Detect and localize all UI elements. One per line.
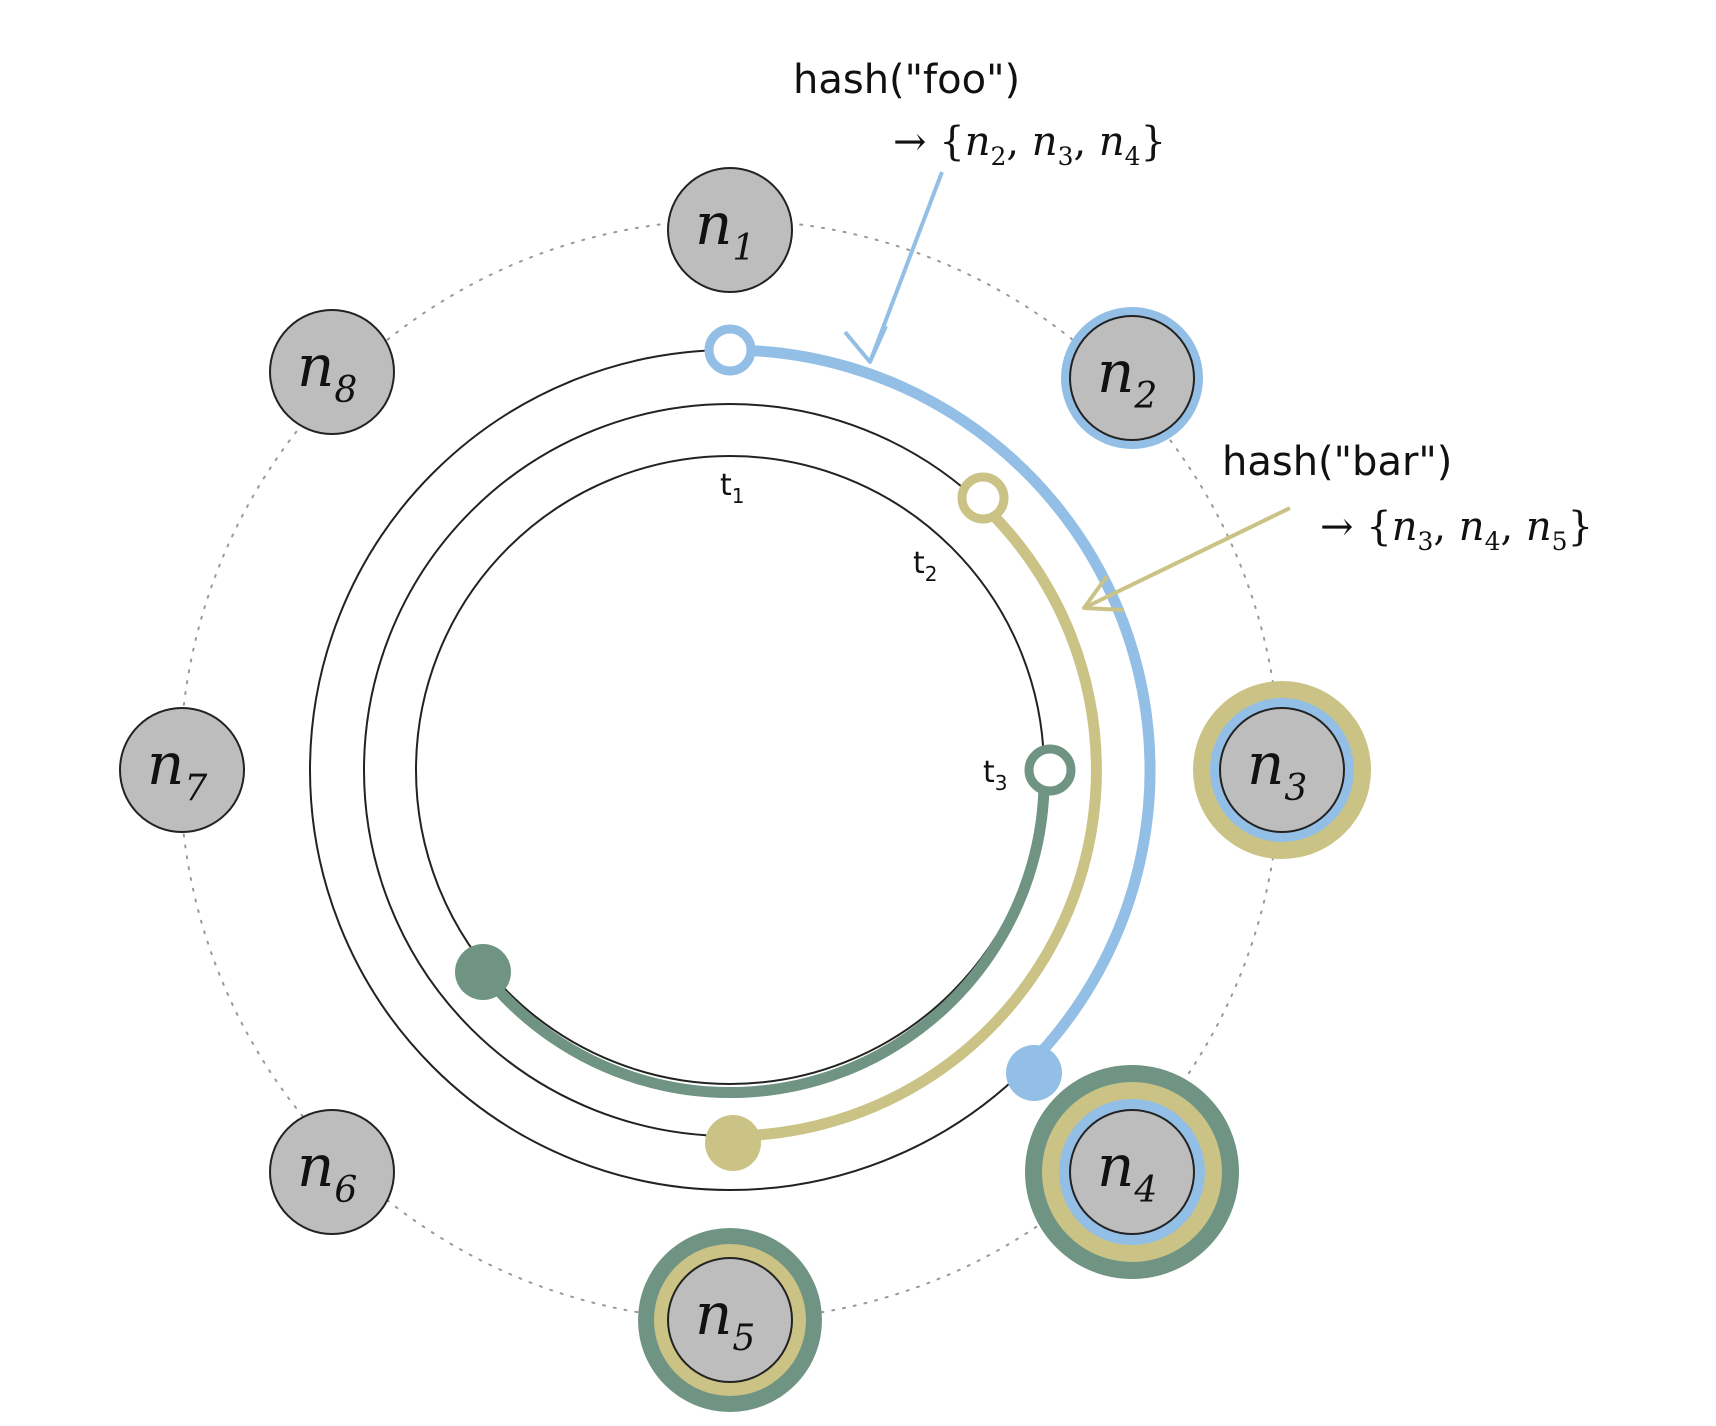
node-label-n6: n6	[297, 1132, 357, 1211]
foo-start-marker	[704, 324, 756, 376]
node-n8	[269, 309, 395, 435]
node-n4	[1069, 1109, 1195, 1235]
t3-replica-arc	[476, 764, 1050, 1099]
ring-label-t2: t2	[913, 546, 938, 586]
node-n5	[667, 1257, 793, 1383]
bar-start-marker	[957, 472, 1009, 524]
bar-annotation-set: → {n3, n4, n5}	[1320, 504, 1593, 556]
bar-end-marker	[705, 1115, 761, 1171]
node-label-n1: n1	[695, 190, 755, 269]
foo-annotation-title: hash("foo")	[793, 57, 1020, 103]
node-n7	[119, 707, 245, 833]
node-n1	[667, 167, 793, 293]
t3-start-marker	[1024, 744, 1076, 796]
t3-end-marker	[455, 944, 511, 1000]
node-label-n3: n3	[1247, 730, 1307, 809]
bar-replica-arc	[724, 505, 1102, 1142]
foo-annotation-set: → {n2, n3, n4}	[893, 119, 1166, 171]
node-label-n4: n4	[1097, 1132, 1157, 1211]
foo-annotation-arrow	[843, 171, 944, 364]
foo-end-marker	[1006, 1045, 1062, 1101]
ring-label-t1: t1	[720, 468, 745, 508]
node-n2	[1069, 315, 1195, 441]
bar-annotation-arrow	[1082, 506, 1291, 612]
ring-label-t3: t3	[983, 755, 1008, 795]
ring-t3	[415, 455, 1045, 1085]
node-label-n2: n2	[1097, 338, 1157, 417]
node-label-n7: n7	[147, 730, 207, 809]
node-n6	[269, 1109, 395, 1235]
node-label-n5: n5	[695, 1280, 755, 1359]
node-label-n8: n8	[297, 332, 357, 411]
node-n3	[1219, 707, 1345, 833]
bar-annotation-title: hash("bar")	[1222, 439, 1452, 485]
